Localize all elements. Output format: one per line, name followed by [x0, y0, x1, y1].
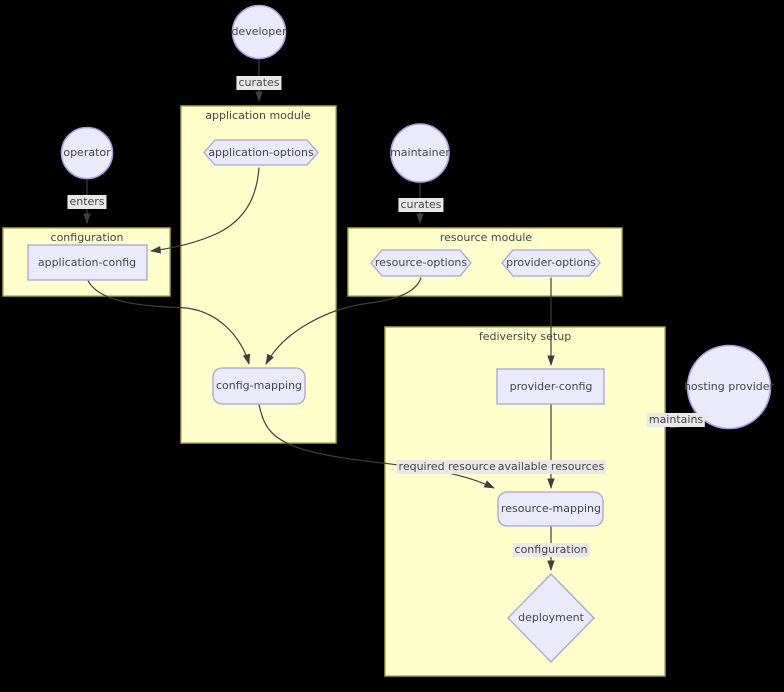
- edge-label-configuration: configuration: [512, 543, 590, 557]
- node-developer: [231, 4, 287, 60]
- node-application-options-label: application-options: [208, 146, 314, 159]
- node-provider-config-label: provider-config: [509, 380, 593, 393]
- node-operator: [60, 126, 114, 180]
- node-provider-options: [501, 249, 601, 277]
- edge-label-hosting-maintains: maintains: [646, 413, 706, 427]
- node-maintainer: [390, 123, 450, 183]
- node-resource-mapping: [497, 491, 604, 527]
- edge-label-available-resources: available resources: [495, 460, 607, 474]
- edge-resource-options-to-config-mapping: [265, 277, 422, 365]
- node-application-config: [27, 244, 148, 281]
- node-application-config-label: application-config: [37, 256, 137, 269]
- node-resource-mapping-label: resource-mapping: [501, 502, 601, 515]
- node-hosting-provider-label: hosting provider: [683, 380, 775, 393]
- edge-label-maintainer-curates: curates: [398, 198, 444, 212]
- edge-label-operator-enters: enters: [67, 195, 107, 209]
- node-config-mapping-label: config-mapping: [215, 379, 303, 392]
- edge-label-required-resources: required resources: [396, 460, 504, 474]
- edge-application-config-to-config-mapping: [87, 280, 251, 366]
- node-maintainer-label: maintainer: [390, 146, 450, 159]
- edge-label-developer-curates: curates: [236, 76, 282, 90]
- cluster-configuration-label: configuration: [50, 231, 124, 244]
- edge-application-options-to-application-config: [149, 167, 260, 254]
- node-application-options: [203, 139, 319, 166]
- node-operator-label: operator: [63, 146, 111, 159]
- cluster-resource-module-label: resource module: [439, 231, 533, 244]
- cluster-fediversity-setup-label: fediversity setup: [478, 330, 572, 343]
- node-provider-config: [496, 368, 605, 405]
- node-deployment: [507, 573, 595, 663]
- cluster-application-module-label: application module: [205, 109, 311, 122]
- node-developer-label: developer: [231, 25, 287, 38]
- node-resource-options-label: resource-options: [374, 256, 468, 269]
- node-deployment-label: deployment: [518, 611, 584, 624]
- node-hosting-provider: [686, 344, 772, 430]
- node-resource-options: [370, 249, 472, 277]
- node-config-mapping: [212, 367, 306, 405]
- node-provider-options-label: provider-options: [506, 256, 596, 269]
